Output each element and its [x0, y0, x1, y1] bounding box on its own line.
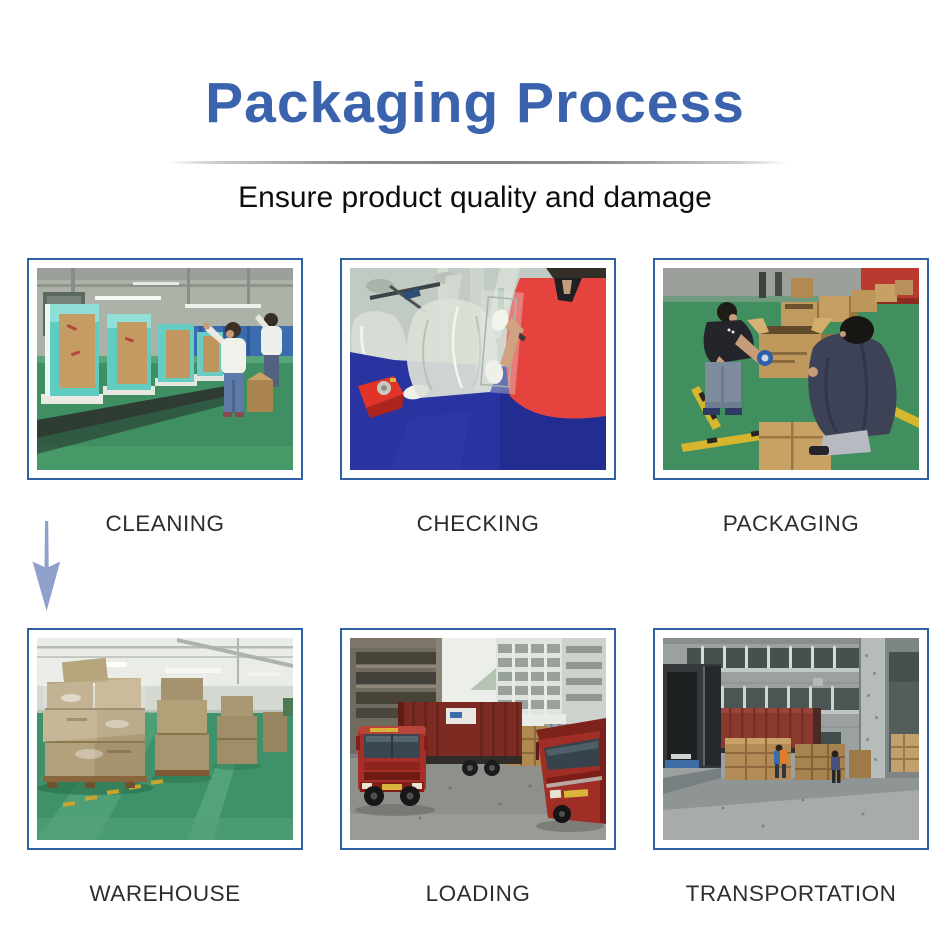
loading-photo: [350, 638, 606, 840]
down-arrow-icon: [32, 521, 61, 611]
step-label-warehouse: WAREHOUSE: [89, 881, 241, 906]
process-step-cleaning: CLEANING: [27, 258, 303, 537]
checking-photo: [350, 268, 606, 470]
step-label-packaging: PACKAGING: [722, 511, 860, 536]
transportation-panel: [653, 628, 929, 850]
loading-panel: [340, 628, 616, 850]
process-step-checking: CHECKING: [340, 258, 616, 537]
process-row-top: CLEANING: [27, 258, 929, 537]
process-step-transportation: TRANSPORTATION: [653, 628, 929, 907]
process-step-warehouse: WAREHOUSE: [27, 628, 303, 907]
title-divider: [167, 161, 787, 164]
step-label-transportation: TRANSPORTATION: [685, 881, 897, 906]
packaging-panel: [653, 258, 929, 480]
step-label-cleaning: CLEANING: [105, 511, 225, 536]
step-label-checking: CHECKING: [416, 511, 540, 536]
page-title: Packaging Process: [205, 71, 745, 135]
process-step-packaging: PACKAGING: [653, 258, 929, 537]
process-step-loading: LOADING: [340, 628, 616, 907]
process-row-bottom: WAREHOUSE: [27, 628, 929, 907]
step-label-loading: LOADING: [425, 881, 531, 906]
checking-panel: [340, 258, 616, 480]
warehouse-photo: [37, 638, 293, 840]
packaging-photo: [663, 268, 919, 470]
warehouse-panel: [27, 628, 303, 850]
cleaning-panel: [27, 258, 303, 480]
transportation-photo: [663, 638, 919, 840]
cleaning-photo: [37, 268, 293, 470]
page-subtitle: Ensure product quality and damage: [238, 181, 712, 214]
